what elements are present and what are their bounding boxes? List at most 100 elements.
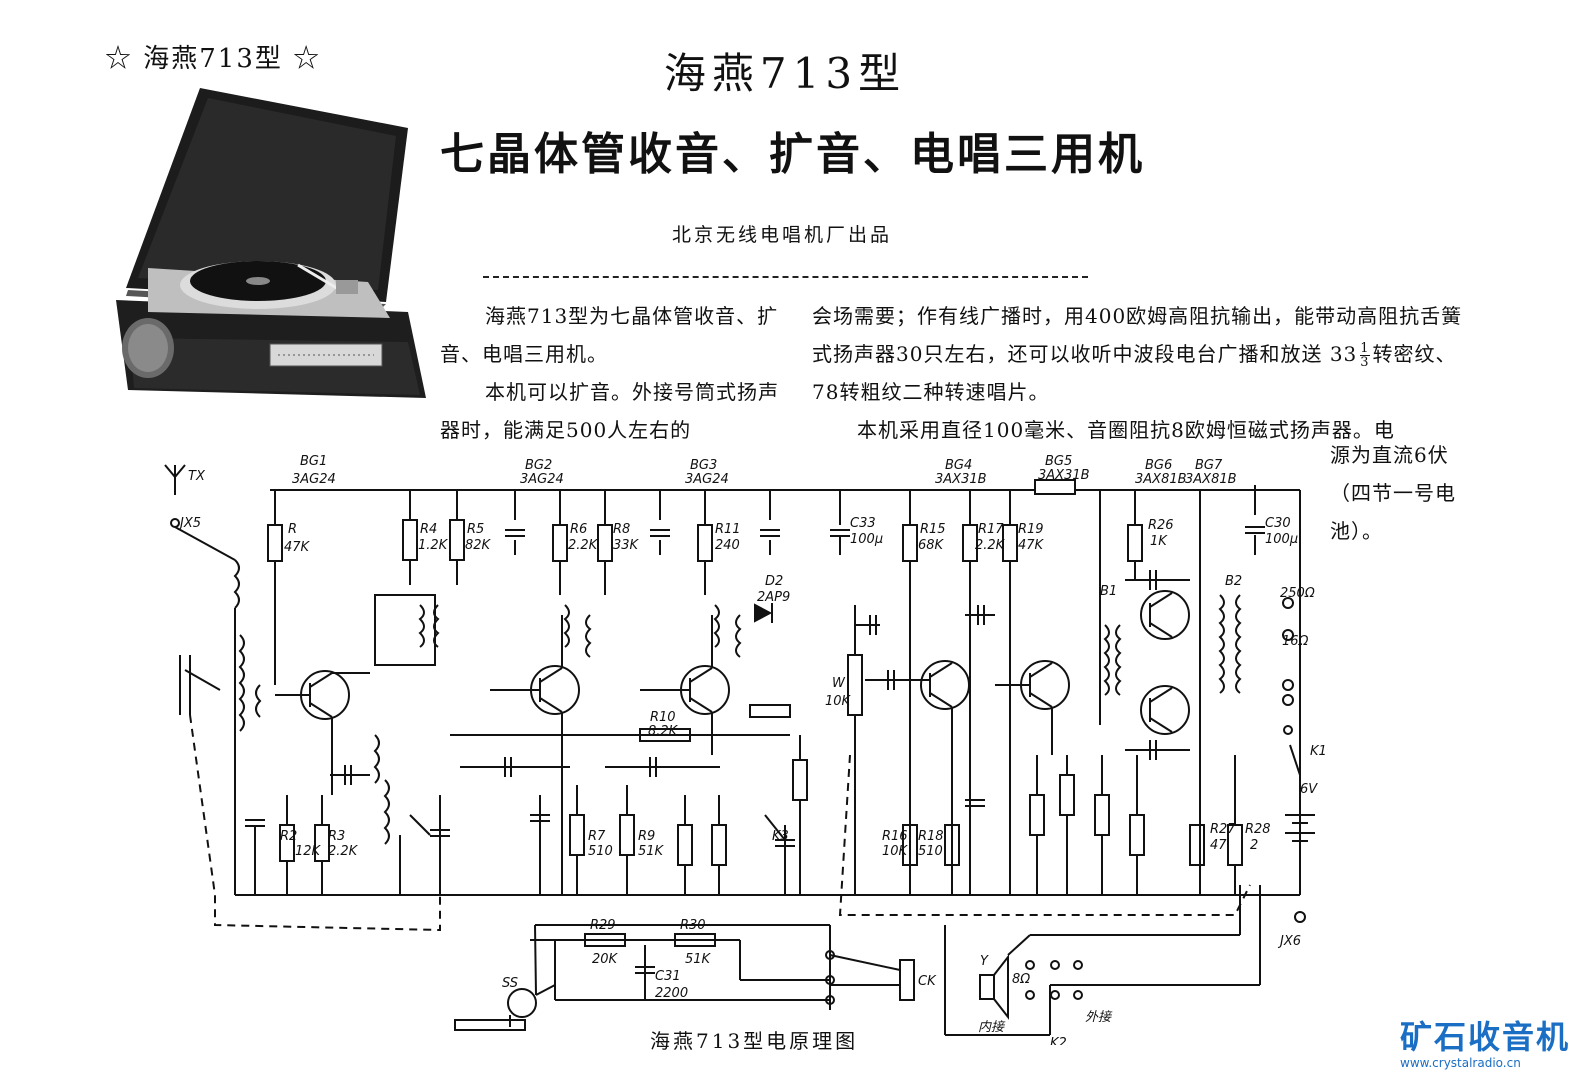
label-r7: R7 — [588, 829, 606, 844]
label-bg4: BG4 — [945, 458, 972, 473]
label-r5-val: 82K — [465, 538, 492, 553]
intro-column-right: 会场需要；作有线广播时，用400欧姆高阻抗输出，能带动高阻抗舌簧式扬声器30只左… — [812, 297, 1472, 449]
record-player-illustration — [116, 88, 426, 398]
label-r9: R9 — [638, 829, 655, 844]
label-c30-val: 100μ — [1265, 532, 1298, 547]
label-r30: R30 — [680, 918, 706, 933]
speed-numerator: 1 — [1360, 341, 1370, 356]
label-bg4-type: 3AX31B — [935, 472, 987, 487]
figure-caption: 海燕713型电原理图 — [650, 1029, 859, 1053]
paragraph-3-tail: 转密纹、78转粗纹二种转速唱片。 — [812, 342, 1457, 404]
label-r26: R26 — [1148, 518, 1174, 533]
power-note: 源为直流6伏（四节一号电池）。 — [1330, 443, 1456, 543]
label-r2: R2 — [280, 829, 297, 844]
watermark-url: www.crystalradio.cn — [1400, 1056, 1521, 1070]
label-bg5-type: 3AX31B — [1038, 468, 1090, 483]
label-r10-val: 8.2K — [648, 724, 679, 739]
label-r11: R11 — [715, 522, 741, 537]
label-inner: 内接 — [978, 1020, 1006, 1035]
label-r6: R6 — [570, 522, 587, 537]
label-r15: R15 — [920, 522, 946, 537]
label-r19: R19 — [1018, 522, 1044, 537]
label-r17: R17 — [978, 522, 1004, 537]
site-watermark: 矿石收音机 www.crystalradio.cn — [1400, 1012, 1570, 1070]
page-subtitle: 七晶体管收音、扩音、电唱三用机 — [440, 129, 1145, 180]
label-r4: R4 — [420, 522, 437, 537]
watermark-site-name: 矿石收音机 — [1400, 1018, 1571, 1056]
label-r5: R5 — [467, 522, 484, 537]
label-c30: C30 — [1265, 516, 1291, 531]
label-r15-val: 68K — [918, 538, 945, 553]
label-r27: R27 — [1210, 822, 1236, 837]
label-w-val: 10K — [825, 694, 852, 709]
label-r16-val: 10K — [882, 844, 909, 859]
label-bg1-type: 3AG24 — [292, 472, 336, 487]
label-bg6: BG6 — [1145, 458, 1172, 473]
label-jx5: JX5 — [177, 516, 201, 531]
label-k1-v: 6V — [1300, 782, 1318, 797]
label-r28: R28 — [1245, 822, 1271, 837]
label-r18: R18 — [918, 829, 944, 844]
label-r17-val: 2.2K — [975, 538, 1006, 553]
label-r18-val: 510 — [918, 844, 943, 859]
speed-denominator: 3 — [1360, 355, 1370, 370]
label-bg3-type: 3AG24 — [685, 472, 729, 487]
label-k2: K2 — [1050, 1036, 1067, 1045]
label-r29-val: 20K — [592, 952, 619, 967]
intro-paragraph-2: 本机可以扩音。外接号筒式扬声器时，能满足500人左右的 — [440, 380, 779, 442]
label-r16: R16 — [882, 829, 908, 844]
label-bg2-type: 3AG24 — [520, 472, 564, 487]
label-bg2: BG2 — [525, 458, 552, 473]
publisher-line: 北京无线电唱机厂出品 — [672, 224, 893, 246]
label-y-ohm: 8Ω — [1012, 972, 1030, 987]
label-bg1: BG1 — [300, 455, 327, 469]
label-r1: R — [288, 522, 297, 537]
label-r7-val: 510 — [588, 844, 613, 859]
label-r9-val: 51K — [638, 844, 665, 859]
label-b2: B2 — [1225, 574, 1242, 589]
label-r8: R8 — [613, 522, 630, 537]
label-r30-val: 51K — [685, 952, 712, 967]
intro-paragraph-1: 海燕713型为七晶体管收音、扩音、电唱三用机。 — [440, 304, 779, 366]
label-ss: SS — [502, 976, 518, 991]
label-bg3: BG3 — [690, 458, 717, 473]
intro-paragraph-4: 本机采用直径100毫米、音圈阻抗8欧姆恒磁式扬声器。电 — [857, 418, 1395, 442]
label-k3: K3 — [772, 829, 789, 844]
label-r2-val: 12K — [295, 844, 322, 859]
label-r3: R3 — [328, 829, 345, 844]
paragraph-3-text: 会场需要；作有线广播时，用400欧姆高阻抗输出，能带动高阻抗舌簧式扬声器30只左… — [812, 304, 1463, 366]
label-bg5: BG5 — [1045, 455, 1072, 469]
label-r11-val: 240 — [715, 538, 740, 553]
label-k1: K1 — [1310, 744, 1327, 759]
label-out-16: 16Ω — [1282, 634, 1309, 649]
circuit-schematic: TX JX5 BG1 3AG24 BG2 3AG24 BG3 3AG24 BG4… — [164, 455, 1327, 1045]
label-r29: R29 — [590, 918, 616, 933]
label-d2-type: 2AP9 — [757, 590, 790, 605]
label-r6-val: 2.2K — [568, 538, 599, 553]
label-out-250: 250Ω — [1280, 586, 1315, 601]
label-b1: B1 — [1100, 584, 1117, 599]
label-bg7-type: 3AX81B — [1185, 472, 1237, 487]
label-r28-val: 2 — [1250, 838, 1258, 853]
label-bg7: BG7 — [1195, 458, 1223, 473]
label-r1-val: 47K — [284, 540, 311, 555]
speed-whole: 33 — [1329, 342, 1358, 366]
label-c33: C33 — [850, 516, 876, 531]
label-c33-val: 100μ — [850, 532, 883, 547]
label-r4-val: 1.2K — [418, 538, 449, 553]
label-jx6: JX6 — [1277, 934, 1301, 949]
label-d2: D2 — [765, 574, 783, 589]
label-c31: C31 — [655, 969, 681, 984]
label-r8-val: 33K — [613, 538, 640, 553]
label-r27-val: 47 — [1210, 838, 1227, 853]
label-w: W — [832, 676, 846, 691]
intro-column-left: 海燕713型为七晶体管收音、扩音、电唱三用机。 本机可以扩音。外接号筒式扬声器时… — [440, 297, 780, 449]
label-r26-val: 1K — [1150, 534, 1168, 549]
label-r3-val: 2.2K — [328, 844, 359, 859]
label-c31-val: 2200 — [655, 986, 688, 1001]
label-outer: 外接 — [1085, 1010, 1113, 1025]
label-r19-val: 47K — [1018, 538, 1045, 553]
intro-paragraph-3: 会场需要；作有线广播时，用400欧姆高阻抗输出，能带动高阻抗舌簧式扬声器30只左… — [812, 297, 1472, 411]
divider — [483, 276, 1088, 278]
